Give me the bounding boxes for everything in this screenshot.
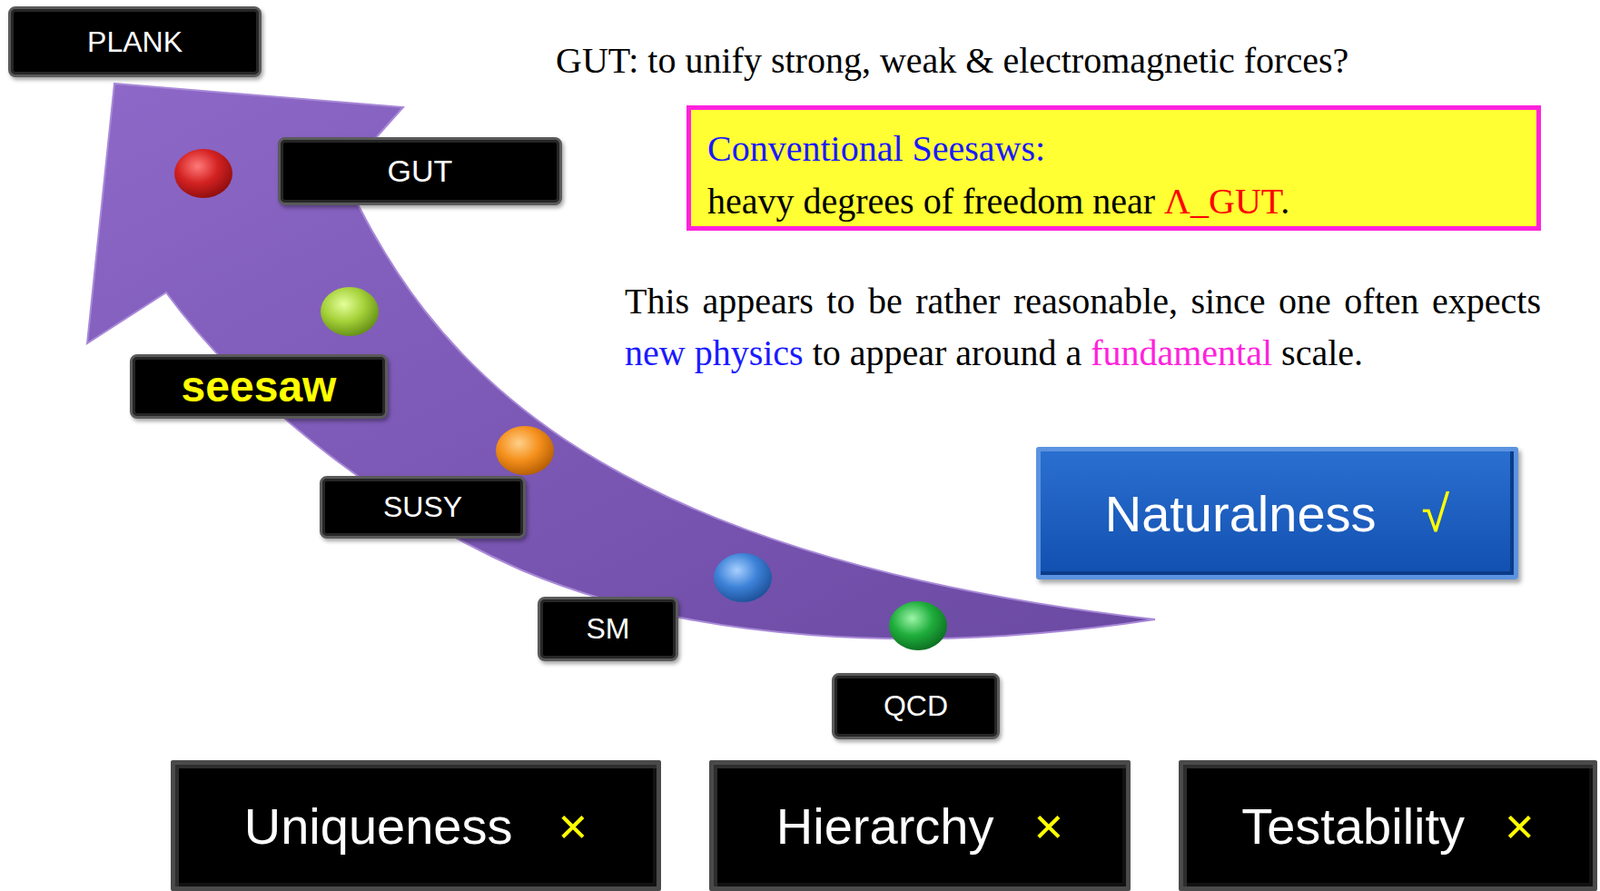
node-text: Naturalness <box>1105 483 1377 544</box>
note-text: fundamental <box>1090 332 1273 374</box>
highlight-box: Conventional Seesaws:heavy degrees of fr… <box>686 105 1541 231</box>
node-text: QCD <box>883 689 949 723</box>
node-text: Uniqueness <box>244 796 514 856</box>
note-paragraph: This appears to be rather reasonable, si… <box>624 275 1541 379</box>
scale-box: QCD <box>831 672 1000 740</box>
node-text: heavy degrees of freedom near <box>707 180 1156 222</box>
node-text: × <box>1504 796 1535 856</box>
scale-dot <box>888 601 948 651</box>
scale-box: GUT <box>277 137 563 206</box>
note-text: This appears to be rather reasonable, si… <box>624 280 1541 322</box>
scale-dot <box>320 286 379 336</box>
node-text: × <box>558 796 589 856</box>
node-text: GUT <box>387 153 454 189</box>
node-text: SM <box>586 612 631 646</box>
note-text: scale. <box>1281 332 1363 374</box>
scale-box: PLANK <box>8 6 262 78</box>
scale-dot <box>713 553 772 603</box>
scale-box: seesaw <box>129 354 388 419</box>
note-text: new physics <box>624 332 804 374</box>
scale-dot <box>495 425 554 475</box>
node-text: Testability <box>1241 796 1465 856</box>
criterion-box: Testability × <box>1178 760 1598 891</box>
node-text: SUSY <box>383 490 463 524</box>
node-text: Hierarchy <box>776 796 995 856</box>
node-text: . <box>1280 180 1290 222</box>
node-text: Λ_GUT <box>1164 180 1281 222</box>
criterion-box: Naturalness √ <box>1036 446 1519 580</box>
heading-line: GUT: to unify strong, weak & electromagn… <box>555 36 1591 86</box>
criterion-box: Uniqueness × <box>170 760 662 891</box>
scale-box: SUSY <box>319 475 526 539</box>
node-text: seesaw <box>181 361 337 412</box>
note-text: to appear around a <box>812 332 1083 374</box>
scale-box: SM <box>537 596 679 662</box>
node-text: √ <box>1422 483 1451 544</box>
note-text: GUT: to unify strong, weak & electromagn… <box>555 39 1349 81</box>
node-text: × <box>1033 796 1064 856</box>
scale-dot <box>174 148 233 198</box>
node-text: PLANK <box>87 25 183 60</box>
node-text: Conventional Seesaws: <box>707 122 1521 176</box>
criterion-box: Hierarchy × <box>709 760 1131 891</box>
